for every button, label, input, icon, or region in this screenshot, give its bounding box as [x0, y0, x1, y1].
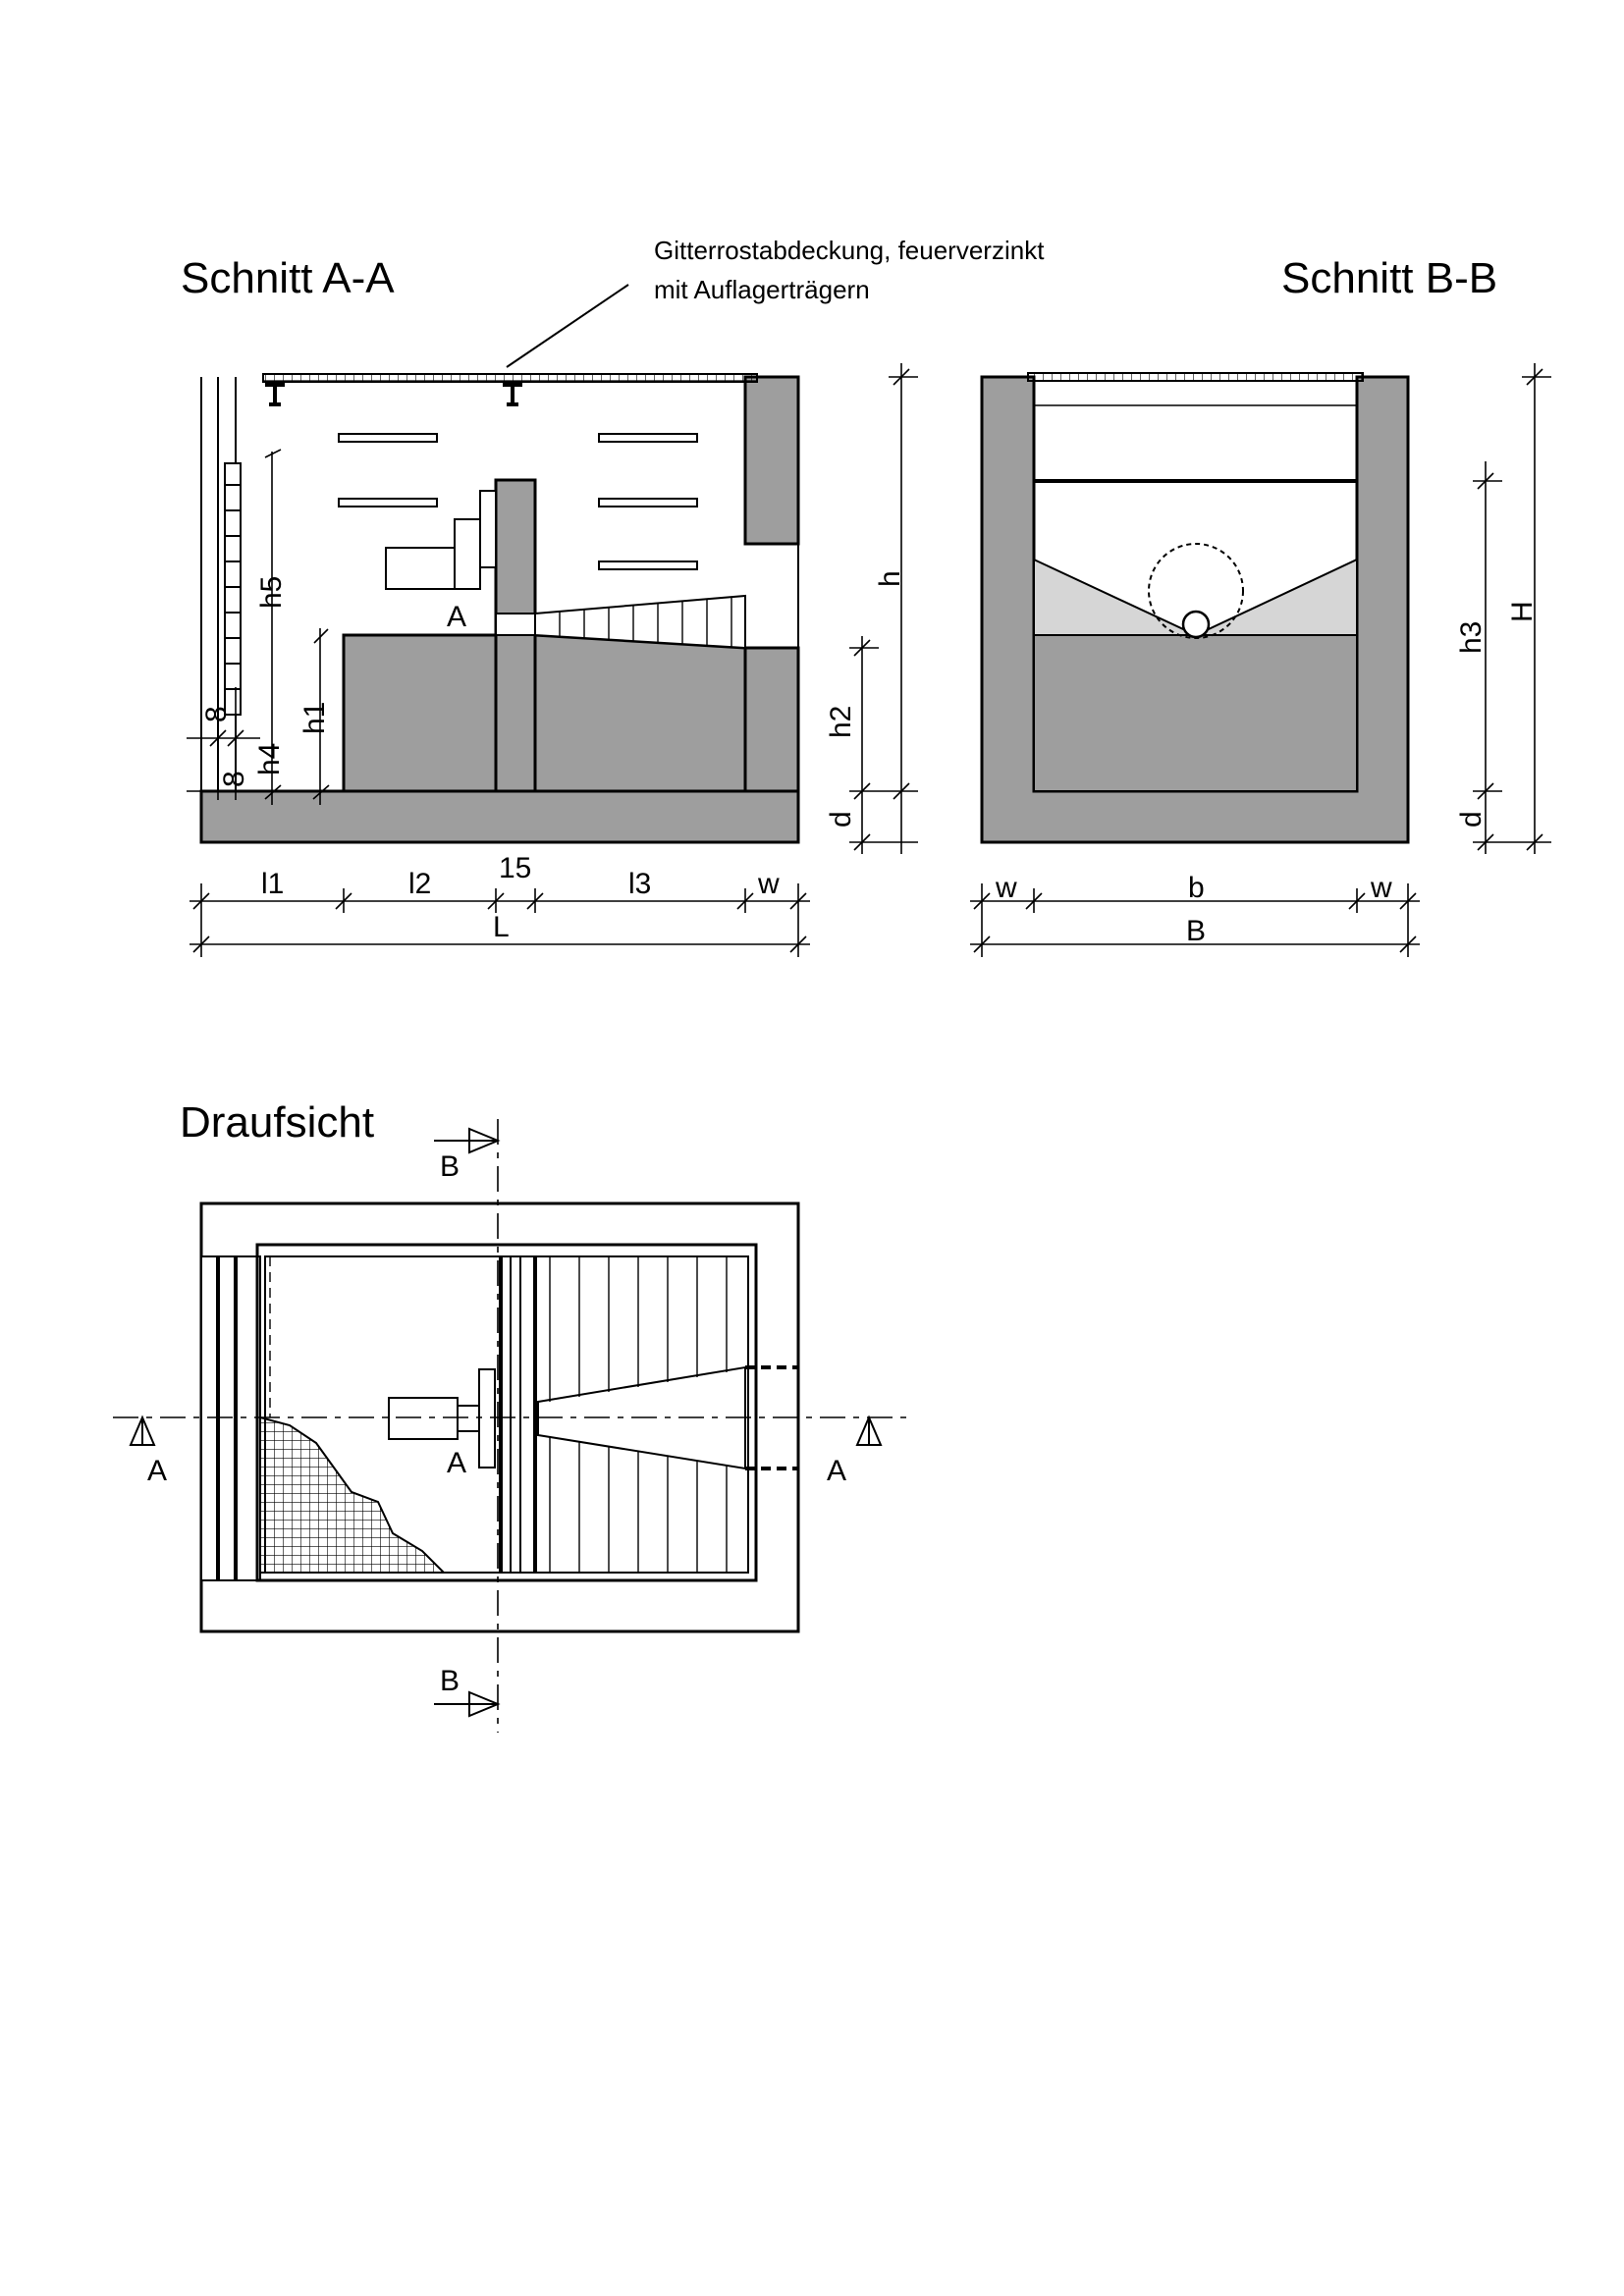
dim-H: H — [1506, 601, 1539, 622]
detail-label-a: A — [447, 601, 466, 633]
water-bb — [1033, 634, 1358, 792]
dim-h5: h5 — [255, 576, 288, 609]
plan-view: A A A B — [113, 1119, 908, 1733]
title-plan: Draufsicht — [180, 1098, 374, 1147]
section-marker-b-bottom: B — [440, 1665, 460, 1697]
ladder — [224, 462, 242, 716]
plan-grating — [259, 1415, 447, 1574]
sludge-hopper — [1033, 558, 1358, 637]
dim-8-lower: 8 — [218, 771, 250, 787]
inlet-wall — [743, 375, 800, 546]
section-aa: A l1 l2 15 l3 w L — [187, 363, 918, 957]
dim-l1: l1 — [261, 868, 284, 900]
title-section-bb: Schnitt B-B — [1281, 254, 1497, 302]
right-wall-lower — [743, 646, 800, 793]
outlet-pipe — [1181, 610, 1211, 639]
dim-h: h — [874, 570, 906, 587]
baffle-opening — [495, 613, 536, 636]
dim-b: b — [1188, 872, 1205, 904]
dim-h3: h3 — [1455, 621, 1488, 654]
dim-h4: h4 — [253, 743, 286, 775]
water-right-chamber — [533, 633, 747, 793]
grating-cover — [262, 373, 758, 383]
section-marker-a-right: A — [827, 1455, 846, 1487]
dim-15: 15 — [499, 852, 531, 884]
dim-L: L — [493, 911, 510, 943]
annotation-leader — [506, 284, 629, 368]
support-beam-2 — [503, 383, 522, 406]
base-slab — [199, 789, 800, 844]
separator-device — [385, 490, 497, 590]
dim-h2: h2 — [825, 706, 857, 738]
dim-d-bb: d — [1455, 811, 1488, 828]
plan-inner — [255, 1243, 758, 1582]
sludge-wedge — [534, 594, 746, 650]
dim-8-upper: 8 — [200, 706, 233, 722]
water-left-chamber — [342, 633, 498, 793]
dim-w-bb-right: w — [1370, 872, 1392, 904]
grating-cover-bb — [1027, 372, 1364, 382]
dim-w-bb-left: w — [995, 872, 1017, 904]
dim-B: B — [1186, 915, 1206, 947]
section-marker-b-top: B — [440, 1150, 460, 1183]
inlet-pipe-dashed — [1148, 543, 1244, 639]
plan-label-a: A — [447, 1447, 466, 1479]
support-beam-1 — [265, 383, 285, 406]
section-marker-a-left: A — [147, 1455, 167, 1487]
dim-h1: h1 — [298, 702, 331, 734]
title-section-aa: Schnitt A-A — [181, 254, 395, 302]
section-bb: w b w B H h3 d — [970, 363, 1551, 957]
dim-d-aa: d — [825, 811, 857, 828]
annotation-line-2: mit Auflagerträgern — [654, 275, 870, 304]
dim-w-aa: w — [757, 868, 780, 900]
dim-l3: l3 — [628, 868, 651, 900]
annotation-line-1: Gitterrostabdeckung, feuerverzinkt — [654, 236, 1045, 265]
dim-l2: l2 — [408, 868, 431, 900]
